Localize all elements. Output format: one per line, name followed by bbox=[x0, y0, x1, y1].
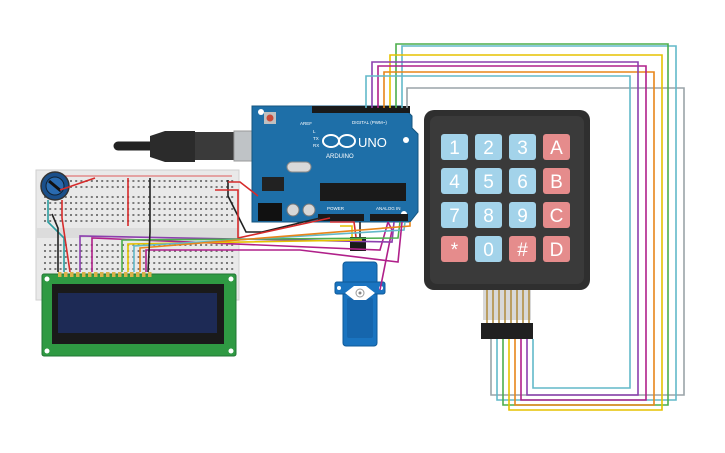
key-c[interactable]: C bbox=[543, 202, 570, 228]
lcd-pin[interactable] bbox=[136, 272, 140, 277]
lcd-screen bbox=[58, 293, 217, 333]
key-label: A bbox=[550, 138, 563, 159]
usb-cable[interactable] bbox=[113, 130, 269, 162]
keypad-4x4: 1 2 3 A 4 5 6 B 7 8 9 C * 0 # D bbox=[424, 110, 590, 339]
key-label: 0 bbox=[483, 240, 494, 261]
wires bbox=[47, 43, 685, 411]
key-b[interactable]: B bbox=[543, 168, 570, 194]
key-7[interactable]: 7 bbox=[441, 202, 468, 228]
key-5[interactable]: 5 bbox=[475, 168, 502, 194]
lcd-16x2[interactable] bbox=[41, 272, 237, 357]
key-label: B bbox=[550, 172, 563, 193]
lcd-pin[interactable] bbox=[148, 272, 152, 277]
key-label: 7 bbox=[449, 206, 460, 227]
lcd-pin[interactable] bbox=[94, 272, 98, 277]
lcd-pin[interactable] bbox=[82, 272, 86, 277]
lcd-pin-header bbox=[58, 272, 152, 277]
arduino-logo-icon bbox=[322, 134, 356, 148]
key-star[interactable]: * bbox=[441, 236, 468, 262]
key-6[interactable]: 6 bbox=[509, 168, 536, 194]
key-label: D bbox=[550, 240, 564, 261]
digital-header bbox=[312, 106, 410, 113]
keypad-ribbon bbox=[481, 290, 533, 339]
aref-label: AREF bbox=[300, 121, 312, 126]
key-4[interactable]: 4 bbox=[441, 168, 468, 194]
key-label: 4 bbox=[449, 172, 460, 193]
power-label: POWER bbox=[327, 206, 345, 211]
power-header bbox=[318, 214, 364, 221]
key-3[interactable]: 3 bbox=[509, 134, 536, 160]
lcd-pin[interactable] bbox=[142, 272, 146, 277]
servo-motor[interactable] bbox=[334, 237, 386, 347]
digital-label: DIGITAL (PWM~) bbox=[352, 120, 387, 125]
lcd-pin[interactable] bbox=[106, 272, 110, 277]
key-hash[interactable]: # bbox=[509, 236, 536, 262]
key-0[interactable]: 0 bbox=[475, 236, 502, 262]
tx-label: TX bbox=[313, 136, 319, 141]
key-2[interactable]: 2 bbox=[475, 134, 502, 160]
atmega-chip bbox=[320, 183, 406, 201]
key-label: 8 bbox=[483, 206, 494, 227]
potentiometer[interactable] bbox=[40, 171, 70, 201]
lcd-pin[interactable] bbox=[118, 272, 122, 277]
arduino-uno-board[interactable]: AREF DIGITAL (PWM~) ARDUINO UNO TX RX L … bbox=[251, 105, 419, 223]
lcd-pin[interactable] bbox=[124, 272, 128, 277]
analog-header bbox=[370, 214, 408, 221]
key-label: 5 bbox=[483, 172, 494, 193]
brand-label: ARDUINO bbox=[326, 154, 354, 160]
key-label: 9 bbox=[517, 206, 528, 227]
reset-button[interactable] bbox=[266, 114, 274, 122]
lcd-pin[interactable] bbox=[88, 272, 92, 277]
lcd-pin[interactable] bbox=[58, 272, 62, 277]
key-1[interactable]: 1 bbox=[441, 134, 468, 160]
key-label: C bbox=[550, 206, 564, 227]
key-label: 6 bbox=[517, 172, 528, 193]
lcd-pin[interactable] bbox=[130, 272, 134, 277]
l-label: L bbox=[313, 129, 316, 134]
key-label: 3 bbox=[517, 138, 528, 159]
lcd-pin[interactable] bbox=[100, 272, 104, 277]
model-label: UNO bbox=[358, 135, 387, 150]
key-label: 1 bbox=[449, 138, 460, 159]
key-8[interactable]: 8 bbox=[475, 202, 502, 228]
lcd-pin[interactable] bbox=[70, 272, 74, 277]
key-label: * bbox=[451, 240, 459, 261]
lcd-pin[interactable] bbox=[76, 272, 80, 277]
lcd-pin[interactable] bbox=[64, 272, 68, 277]
keypad-connector bbox=[481, 323, 533, 339]
lcd-pin[interactable] bbox=[112, 272, 116, 277]
key-9[interactable]: 9 bbox=[509, 202, 536, 228]
analog-label: ANALOG IN bbox=[376, 206, 401, 211]
rx-label: RX bbox=[313, 143, 319, 148]
key-label: # bbox=[517, 240, 528, 261]
key-label: 2 bbox=[483, 138, 494, 159]
key-a[interactable]: A bbox=[543, 134, 570, 160]
key-d[interactable]: D bbox=[543, 236, 570, 262]
